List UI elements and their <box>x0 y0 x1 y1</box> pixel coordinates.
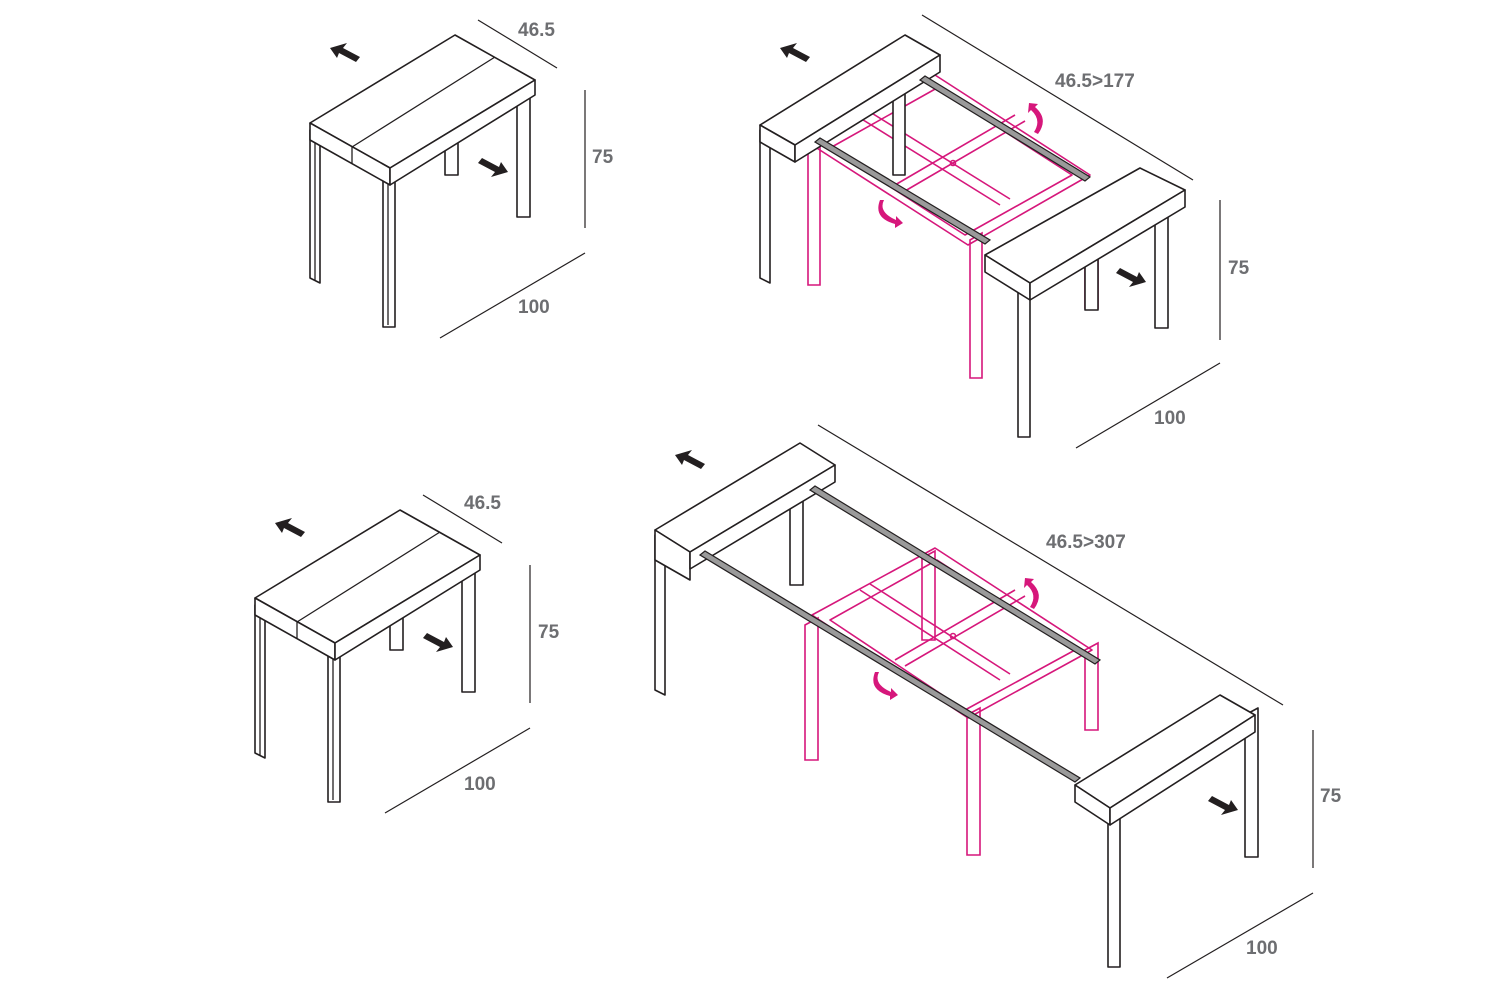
table-extended-177: 46.5>177 75 100 <box>759 14 1250 449</box>
height-label: 75 <box>1320 786 1342 807</box>
rotate-arrow-icon <box>873 672 898 700</box>
console-closed-bottom: 46.5 75 100 <box>254 493 560 814</box>
width-label: 100 <box>464 774 496 795</box>
console-drawing <box>254 494 531 814</box>
width-label: 100 <box>518 297 550 318</box>
height-label: 75 <box>1228 258 1250 279</box>
width-label: 100 <box>1154 408 1186 429</box>
rotate-arrow-icon <box>1024 578 1039 609</box>
height-label: 75 <box>538 622 560 643</box>
depth-label: 46.5>177 <box>1055 71 1135 92</box>
table-extended-307: 46.5>307 75 100 <box>654 424 1342 979</box>
console-closed-top: 46.5 75 100 <box>309 19 614 339</box>
height-label: 75 <box>592 147 614 168</box>
depth-label: 46.5>307 <box>1046 532 1126 553</box>
rotate-arrow-icon <box>1028 103 1043 134</box>
width-label: 100 <box>1246 938 1278 959</box>
depth-label: 46.5 <box>518 20 555 41</box>
depth-label: 46.5 <box>464 493 501 514</box>
console-drawing <box>309 19 586 339</box>
rotate-arrow-icon <box>878 200 903 228</box>
